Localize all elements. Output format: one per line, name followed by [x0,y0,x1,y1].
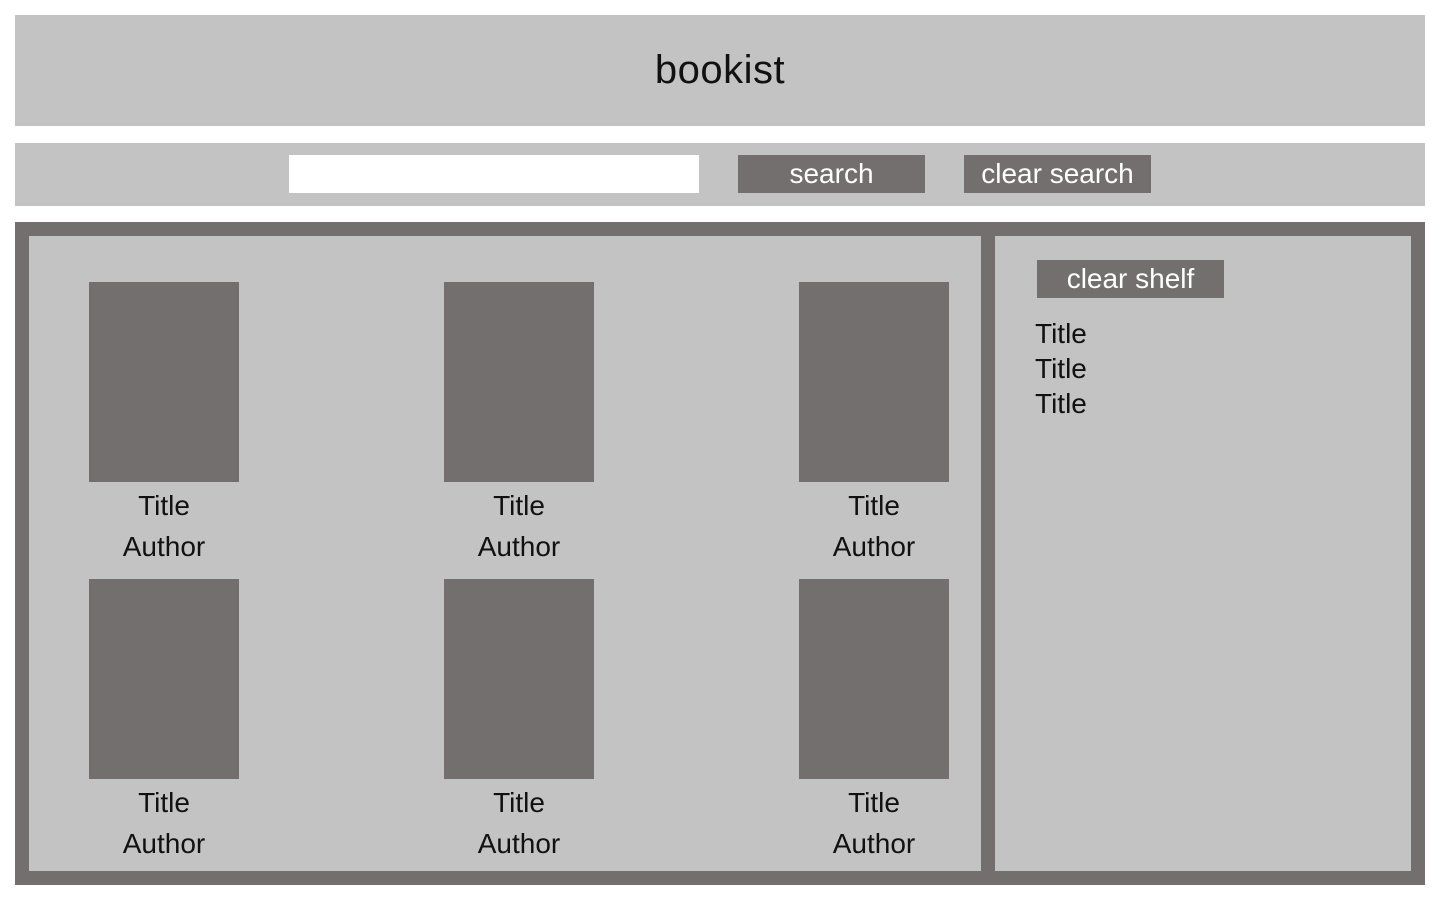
shelf-panel: clear shelf Title Title Title [995,236,1411,871]
book-card[interactable]: Title Author [414,579,624,864]
book-author: Author [122,828,206,859]
shelf-item[interactable]: Title [1035,318,1087,349]
book-title: Title [848,787,900,818]
book-card[interactable]: Title Author [414,282,624,567]
book-card[interactable]: Title Author [769,579,979,864]
clear-search-button[interactable]: clear search [964,155,1151,193]
search-button[interactable]: search [738,155,925,193]
app-title: bookist [654,48,786,92]
clear-shelf-button[interactable]: clear shelf [1037,260,1224,298]
book-author: Author [477,531,561,562]
book-title: Title [493,787,545,818]
book-author: Author [832,531,916,562]
book-cover[interactable] [444,282,594,482]
book-title: Title [493,490,545,521]
book-card[interactable]: Title Author [59,282,269,567]
book-title: Title [848,490,900,521]
app-header: bookist [15,15,1425,126]
search-results-panel: Title Author Title Author Title Author T… [29,236,981,871]
search-input[interactable] [289,155,699,193]
book-cover[interactable] [444,579,594,779]
shelf-item[interactable]: Title [1035,353,1087,384]
book-author: Author [122,531,206,562]
shelf-item[interactable]: Title [1035,388,1087,419]
book-card[interactable]: Title Author [769,282,979,567]
book-cover[interactable] [89,282,239,482]
shelf-list: Title Title Title [1035,316,1087,421]
book-card[interactable]: Title Author [59,579,269,864]
search-bar: search clear search [15,143,1425,206]
main-content: Title Author Title Author Title Author T… [15,222,1425,885]
book-cover[interactable] [89,579,239,779]
book-author: Author [832,828,916,859]
book-cover[interactable] [799,579,949,779]
book-title: Title [138,490,190,521]
book-author: Author [477,828,561,859]
book-title: Title [138,787,190,818]
book-cover[interactable] [799,282,949,482]
